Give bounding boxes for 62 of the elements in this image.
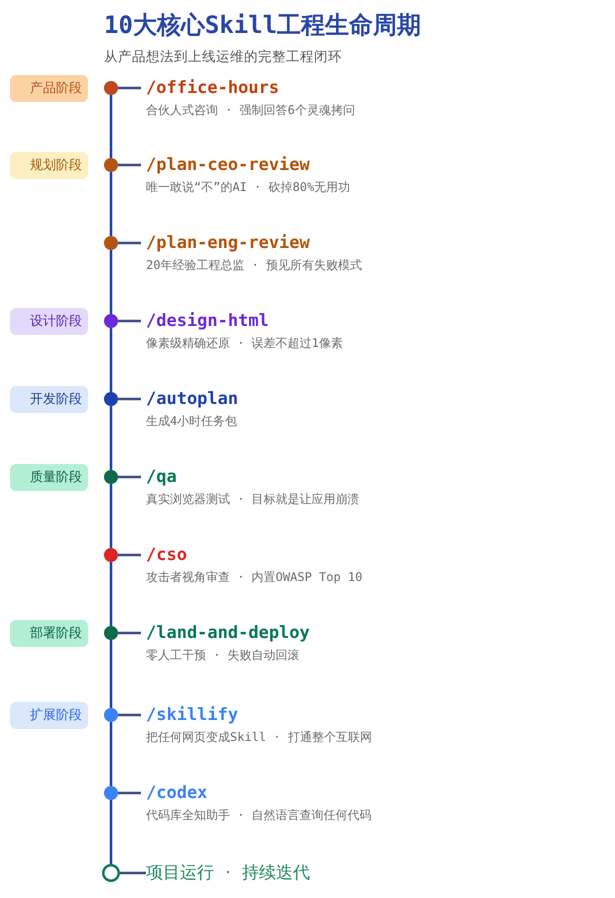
timeline-dot: [104, 314, 118, 328]
timeline-dot: [104, 786, 118, 800]
connector-line: [118, 554, 141, 556]
end-text: 项目运行 · 持续迭代: [146, 862, 310, 884]
connector-line: [118, 164, 141, 166]
stage-badge: 扩展阶段: [10, 702, 88, 728]
stage-badge: 设计阶段: [10, 308, 88, 334]
timeline-line: [110, 250, 112, 314]
timeline-dot: [104, 626, 118, 640]
description-text: 攻击者视角审查 · 内置OWASP Top 10: [146, 569, 362, 585]
connector-line: [118, 714, 141, 716]
description-text: 把任何网页变成Skill · 打通整个互联网: [146, 729, 372, 745]
diagram-title: 10大核心Skill工程生命周期: [104, 10, 422, 41]
stage-badge: 质量阶段: [10, 464, 88, 490]
stage-badge: 部署阶段: [10, 620, 88, 646]
description-text: 真实浏览器测试 · 目标就是让应用崩溃: [146, 491, 360, 507]
timeline-dot: [104, 548, 118, 562]
description-text: 零人工干预 · 失败自动回滚: [146, 647, 300, 663]
description-text: 像素级精确还原 · 误差不超过1像素: [146, 335, 343, 351]
stage-badge: 产品阶段: [10, 74, 88, 102]
stage-badge: 规划阶段: [10, 152, 88, 178]
description-text: 生成4小时任务包: [146, 413, 238, 429]
description-text: 代码库全知助手 · 自然语言查询任何代码: [146, 807, 372, 823]
command-name: /office-hours: [146, 77, 280, 99]
connector-line: [118, 476, 141, 478]
command-name: /plan-eng-review: [146, 232, 310, 254]
command-name: /qa: [146, 466, 177, 488]
timeline-end-ring: [102, 864, 120, 882]
timeline-dot: [104, 708, 118, 722]
connector-line: [118, 86, 141, 90]
timeline-dot: [104, 236, 118, 250]
timeline-line: [110, 328, 112, 392]
command-name: /skillify: [146, 704, 238, 726]
timeline-dot: [104, 470, 118, 484]
description-text: 20年经验工程总监 · 预见所有失败模式: [146, 257, 362, 273]
timeline-line: [110, 484, 112, 548]
timeline-dot: [104, 158, 118, 172]
stage-badge: 开发阶段: [10, 386, 88, 412]
connector-line: [118, 632, 141, 634]
command-name: /design-html: [146, 310, 269, 332]
command-name: /codex: [146, 782, 208, 804]
timeline-line: [110, 800, 112, 864]
connector-line: [118, 242, 141, 244]
command-name: /land-and-deploy: [146, 622, 310, 644]
timeline-line: [110, 640, 112, 708]
command-name: /cso: [146, 544, 187, 566]
description-text: 唯一敢说“不”的AI · 砍掉80%无用功: [146, 179, 350, 195]
timeline-line: [110, 562, 112, 626]
connector-line: [118, 320, 141, 322]
description-text: 合伙人式咨询 · 强制回答6个灵魂拷问: [146, 102, 355, 118]
command-name: /plan-ceo-review: [146, 154, 310, 176]
timeline-line: [110, 406, 112, 470]
timeline-dot: [104, 392, 118, 406]
subtitle-text: 从产品想法到上线运维的完整工程闭环: [104, 48, 342, 66]
timeline-line: [110, 722, 112, 786]
timeline-dot: [104, 81, 118, 95]
connector-line: [120, 872, 146, 874]
timeline-line: [110, 172, 112, 236]
connector-line: [118, 398, 141, 400]
timeline-line: [110, 95, 112, 158]
connector-line: [118, 792, 141, 794]
command-name: /autoplan: [146, 388, 238, 410]
